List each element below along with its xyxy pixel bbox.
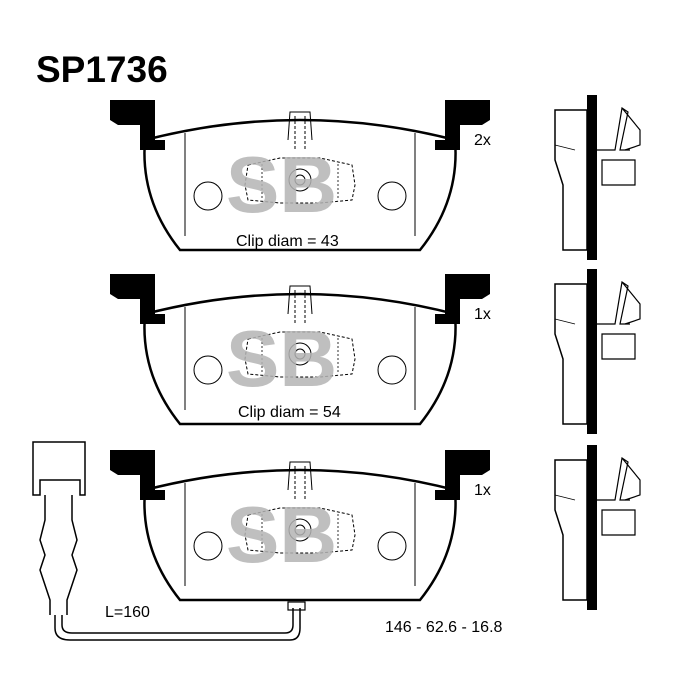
sensor-length-label: L=160 (105, 604, 150, 621)
pad-side-view-1 (554, 94, 641, 261)
watermark-2: SB (226, 314, 337, 403)
pad-view-1: SB Clip diam = 43 2x (108, 94, 641, 261)
pad-side-view-3 (554, 444, 641, 611)
dimensions-label: 146 - 62.6 - 16.8 (385, 619, 503, 636)
watermark-1: SB (226, 140, 337, 229)
quantity-label-2: 1x (474, 306, 491, 323)
clip-diameter-label-2: Clip diam = 54 (238, 404, 341, 421)
quantity-label-3: 1x (474, 482, 491, 499)
clip-diameter-label-1: Clip diam = 43 (236, 233, 339, 250)
pad-side-view-2 (554, 268, 641, 435)
pad-view-2: SB Clip diam = 54 1x (108, 268, 641, 435)
pad-view-3: SB 1x (108, 444, 641, 611)
wear-sensor: L=160 (32, 441, 306, 641)
quantity-label-1: 2x (474, 132, 491, 149)
watermark-3: SB (226, 490, 337, 579)
part-number: SP1736 (36, 49, 168, 90)
